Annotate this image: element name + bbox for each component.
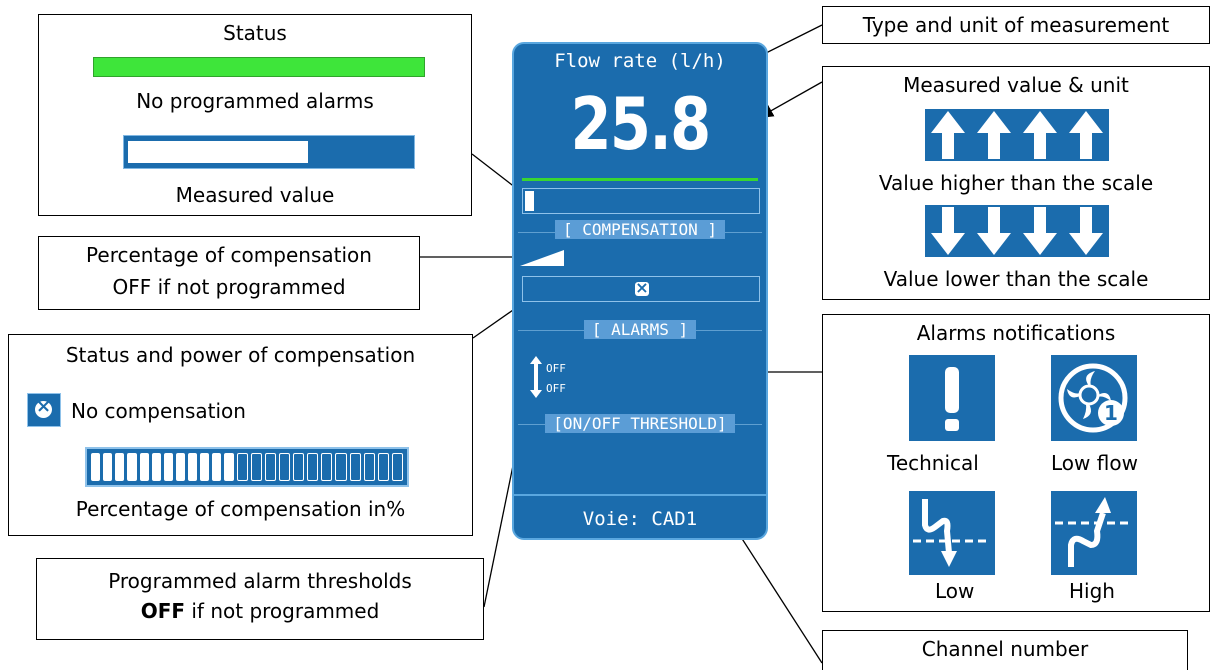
- compensation-segment: [264, 453, 276, 481]
- compensation-segment: [188, 453, 198, 481]
- section-alarms: [ ALARMS ]: [514, 320, 766, 339]
- threshold-high-value: OFF: [546, 362, 566, 375]
- measured-value-bar: [522, 188, 760, 214]
- status-line: [522, 178, 758, 181]
- no-compensation-icon: [635, 278, 649, 297]
- percentage-callout: Percentage of compensation OFF if not pr…: [38, 236, 420, 310]
- percentage-line1: Percentage of compensation: [86, 243, 372, 267]
- thresholds-line2: OFF if not programmed: [140, 599, 380, 623]
- compensation-segment: [236, 453, 248, 481]
- compensation-segment: [139, 453, 149, 481]
- device-display: Flow rate (l/h) 25.8 [ COMPENSATION ] [ …: [512, 42, 768, 540]
- section-threshold: [ON/OFF THRESHOLD]: [514, 414, 766, 433]
- status-title: Status: [223, 21, 287, 45]
- compensation-segment: [321, 453, 333, 481]
- high-label: High: [1069, 579, 1115, 603]
- no-alarms-label: No programmed alarms: [136, 89, 374, 113]
- compensation-percentage-wedge: [520, 250, 564, 266]
- low-alarm-icon: [909, 491, 995, 575]
- compensation-segment: [307, 453, 319, 481]
- compensation-segment: [151, 453, 161, 481]
- compensation-percent-label: Percentage of compensation in%: [75, 497, 406, 521]
- thresholds-callout: Programmed alarm thresholds OFF if not p…: [36, 558, 484, 640]
- over-scale-arrows-icon: [925, 109, 1109, 161]
- measured-value-bar-fill: [525, 191, 535, 211]
- compensation-segment: [349, 453, 361, 481]
- compensation-segment: [91, 453, 101, 481]
- measured-value-label: Measured value: [175, 183, 335, 207]
- compensation-callout: Status and power of compensation × No co…: [8, 334, 473, 536]
- channel-label: Voie: CAD1: [582, 508, 698, 530]
- alarms-title: Alarms notifications: [916, 321, 1116, 345]
- channel-callout: Channel number: [822, 630, 1188, 670]
- compensation-segment: [377, 453, 389, 481]
- compensation-status-bar: [522, 276, 760, 302]
- compensation-segment: [200, 453, 210, 481]
- compensation-segment: [391, 453, 403, 481]
- measurement-type-label: Flow rate (l/h): [554, 50, 726, 72]
- under-scale-arrows-icon: [925, 205, 1109, 257]
- compensation-segment: [127, 453, 137, 481]
- alarms-callout: Alarms notifications Technical 1 Low flo…: [822, 314, 1210, 612]
- value-lower-label: Value lower than the scale: [883, 267, 1149, 291]
- compensation-segment: [278, 453, 290, 481]
- percentage-line2: OFF if not programmed: [112, 275, 346, 299]
- arrow-down-icon: [530, 376, 542, 398]
- compensation-segment: [224, 453, 234, 481]
- status-bar-green: [93, 57, 425, 77]
- low-flow-alarm-icon: 1: [1051, 355, 1137, 441]
- compensation-segment: [115, 453, 125, 481]
- threshold-low-value: OFF: [546, 382, 566, 395]
- compensation-segment: [163, 453, 173, 481]
- type-unit-label: Type and unit of measurement: [862, 13, 1170, 37]
- compensation-segment: [250, 453, 262, 481]
- svg-text:1: 1: [1104, 401, 1118, 425]
- technical-alarm-icon: [909, 355, 995, 441]
- arrow-up-icon: [530, 356, 542, 378]
- compensation-segment: [175, 453, 185, 481]
- high-alarm-icon: [1051, 491, 1137, 575]
- low-label: Low: [935, 579, 975, 603]
- compensation-segment: [335, 453, 347, 481]
- measured-unit-callout: Measured value & unit Value higher than …: [822, 66, 1210, 300]
- type-unit-callout: Type and unit of measurement: [822, 6, 1210, 44]
- measured-unit-title: Measured value & unit: [903, 73, 1129, 97]
- compensation-segment: [103, 453, 113, 481]
- technical-label: Technical: [887, 451, 979, 475]
- measured-value-bar-example: [123, 135, 415, 169]
- value-higher-label: Value higher than the scale: [878, 171, 1154, 195]
- compensation-segment: [293, 453, 305, 481]
- no-compensation-label: No compensation: [71, 399, 246, 423]
- channel-number-label: Channel number: [921, 637, 1089, 661]
- compensation-segment: [212, 453, 222, 481]
- no-compensation-icon: ×: [27, 393, 61, 427]
- section-compensation: [ COMPENSATION ]: [514, 220, 766, 239]
- status-callout: Status No programmed alarms Measured val…: [38, 14, 472, 216]
- compensation-percentage-bar: [85, 447, 409, 487]
- measured-value: 25.8: [570, 82, 711, 166]
- compensation-title: Status and power of compensation: [65, 343, 416, 367]
- low-flow-label: Low flow: [1051, 451, 1138, 475]
- compensation-segment: [363, 453, 375, 481]
- thresholds-line1: Programmed alarm thresholds: [108, 569, 412, 593]
